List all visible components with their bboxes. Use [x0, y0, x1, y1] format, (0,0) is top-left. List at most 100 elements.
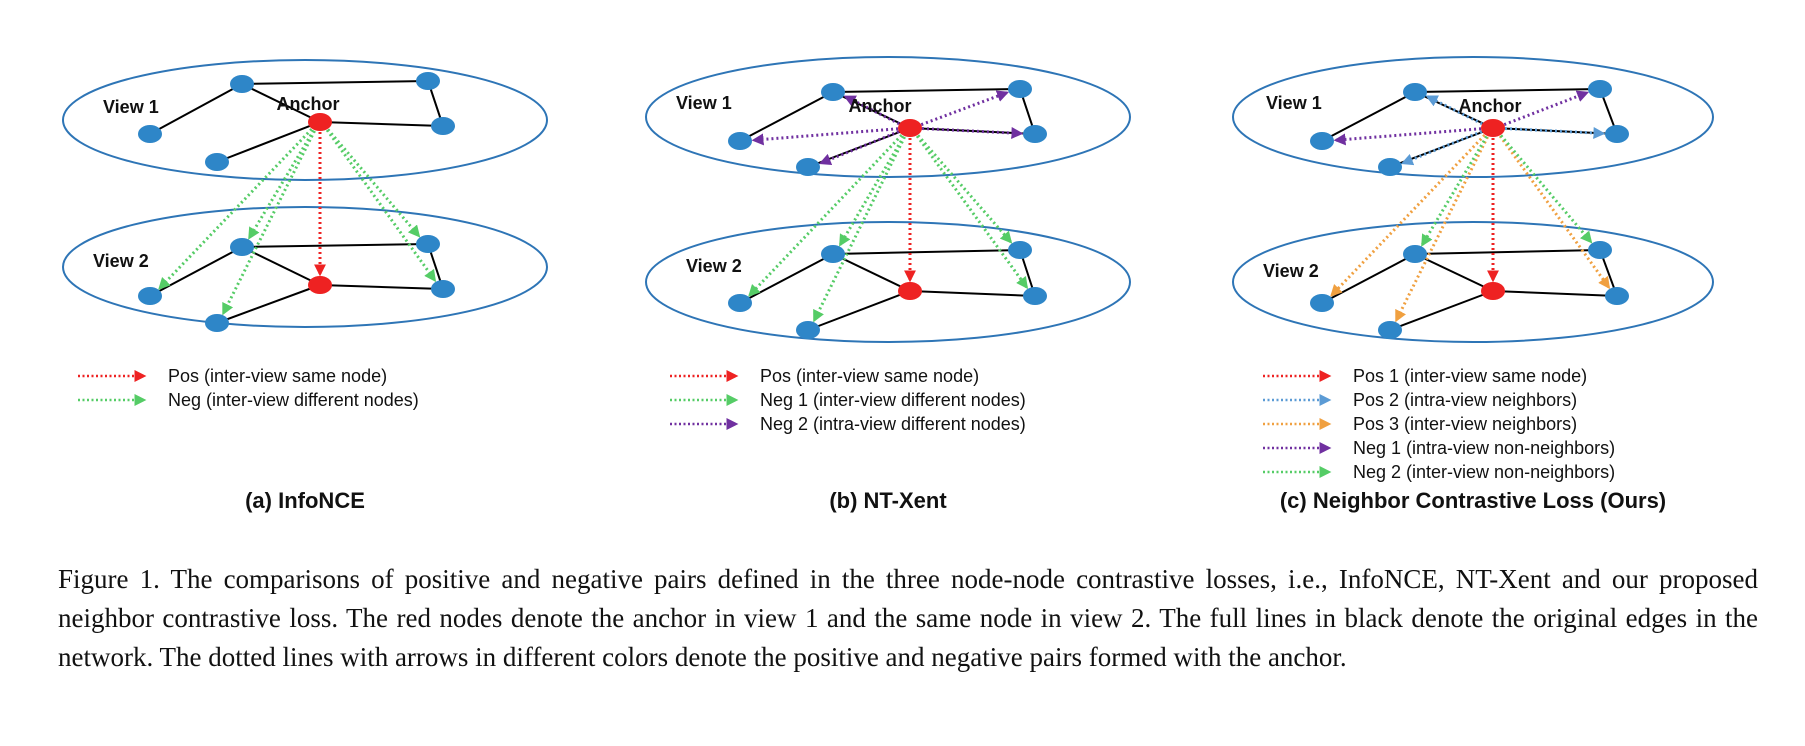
- anchor-node: [308, 113, 332, 131]
- view-1-node: [1378, 158, 1402, 176]
- pair-arrow: [748, 134, 903, 297]
- view-1-plane: [62, 59, 548, 181]
- view-1-node: [431, 117, 455, 135]
- view-2-node: [1023, 287, 1047, 305]
- view-1-node: [1008, 80, 1032, 98]
- pair-arrow: [915, 135, 1029, 290]
- view-2-same-node: [1481, 282, 1505, 300]
- v2-edge: [739, 253, 834, 304]
- anchor-label: Anchor: [277, 94, 340, 114]
- pair-arrow: [812, 136, 906, 323]
- view-1-node: [796, 158, 820, 176]
- view-2-plane: [62, 206, 548, 328]
- pair-arrow: [921, 126, 1024, 139]
- panel-title: (a) InfoNCE: [245, 488, 365, 513]
- v1-edge: [241, 83, 321, 123]
- legend-label: Neg 1 (inter-view different nodes): [760, 390, 1026, 410]
- view-1-node: [416, 72, 440, 90]
- view-1-node: [821, 83, 845, 101]
- view-1-plane: [645, 56, 1131, 178]
- v2-edge: [832, 253, 911, 292]
- v1-edge: [149, 83, 243, 135]
- pair-arrow: [1421, 135, 1488, 247]
- v2-edge: [149, 246, 243, 297]
- v2-edge: [909, 290, 1036, 297]
- view-2-node: [796, 321, 820, 339]
- view-2-plane: [1232, 221, 1714, 343]
- v2-edge: [1414, 249, 1601, 255]
- view-2-same-node: [898, 282, 922, 300]
- v2-edge: [807, 290, 911, 331]
- pair-arrow: [1425, 95, 1483, 126]
- view-2-node: [1403, 245, 1427, 263]
- legend-label: Pos (inter-view same node): [760, 366, 979, 386]
- view-1-label: View 1: [1266, 93, 1322, 113]
- view-2-plane: [645, 221, 1131, 343]
- legend-label: Pos 3 (inter-view neighbors): [1353, 414, 1577, 434]
- pair-arrow: [920, 90, 1010, 127]
- v2-edge: [832, 249, 1021, 255]
- view-2-node: [138, 287, 162, 305]
- view-1-node: [205, 153, 229, 171]
- legend-label: Neg (inter-view different nodes): [168, 390, 419, 410]
- v2-edge: [241, 246, 321, 286]
- anchor-label: Anchor: [1459, 96, 1522, 116]
- v2-edge: [1389, 290, 1494, 331]
- pair-arrow: [158, 128, 313, 290]
- anchor-node: [1481, 119, 1505, 137]
- legend-label: Neg 2 (inter-view non-neighbors): [1353, 462, 1615, 482]
- view-2-node: [1378, 321, 1402, 339]
- legend-label: Neg 1 (intra-view non-neighbors): [1353, 438, 1615, 458]
- v1-edge: [1414, 88, 1601, 93]
- view-2-node: [205, 314, 229, 332]
- v2-edge: [319, 284, 444, 290]
- view-2-node: [1008, 241, 1032, 259]
- pair-arrow: [248, 129, 315, 240]
- v1-edge: [739, 91, 834, 142]
- view-1-node: [1023, 125, 1047, 143]
- view-2-node: [821, 245, 845, 263]
- view-2-label: View 2: [93, 251, 149, 271]
- legend-label: Pos 2 (intra-view neighbors): [1353, 390, 1577, 410]
- view-1-node: [1588, 80, 1612, 98]
- v2-edge: [1492, 290, 1618, 297]
- pair-arrow: [916, 134, 1013, 244]
- v1-edge: [1321, 91, 1416, 142]
- v1-edge: [216, 121, 321, 163]
- pair-arrow: [1498, 135, 1611, 290]
- view-1-node: [1605, 125, 1629, 143]
- panel-title: (b) NT-Xent: [829, 488, 947, 513]
- legend-label: Pos 1 (inter-view same node): [1353, 366, 1587, 386]
- pair-arrow: [1330, 134, 1486, 297]
- view-2-node: [1310, 294, 1334, 312]
- pair-arrow: [818, 130, 900, 166]
- view-1-node: [1310, 132, 1334, 150]
- v1-edge: [832, 88, 1021, 93]
- pair-arrow: [1499, 134, 1593, 244]
- view-2-node: [230, 238, 254, 256]
- pair-arrow: [1333, 127, 1482, 146]
- view-2-label: View 2: [1263, 261, 1319, 281]
- view-2-label: View 2: [686, 256, 742, 276]
- v1-edge: [319, 121, 444, 127]
- legend-label: Neg 2 (intra-view different nodes): [760, 414, 1026, 434]
- pair-arrow: [222, 130, 316, 316]
- view-2-node: [1588, 241, 1612, 259]
- pair-arrow: [839, 135, 906, 247]
- figure-caption: Figure 1. The comparisons of positive an…: [58, 564, 1758, 672]
- view-1-node: [728, 132, 752, 150]
- pair-arrow: [751, 127, 899, 146]
- pair-arrow: [325, 129, 437, 283]
- v1-edge: [241, 80, 429, 85]
- panel-title: (c) Neighbor Contrastive Loss (Ours): [1280, 488, 1666, 513]
- pair-arrow: [1504, 126, 1606, 139]
- view-1-node: [230, 75, 254, 93]
- view-2-node: [728, 294, 752, 312]
- pair-arrow: [1395, 136, 1489, 323]
- anchor-label: Anchor: [849, 96, 912, 116]
- view-2-node: [416, 235, 440, 253]
